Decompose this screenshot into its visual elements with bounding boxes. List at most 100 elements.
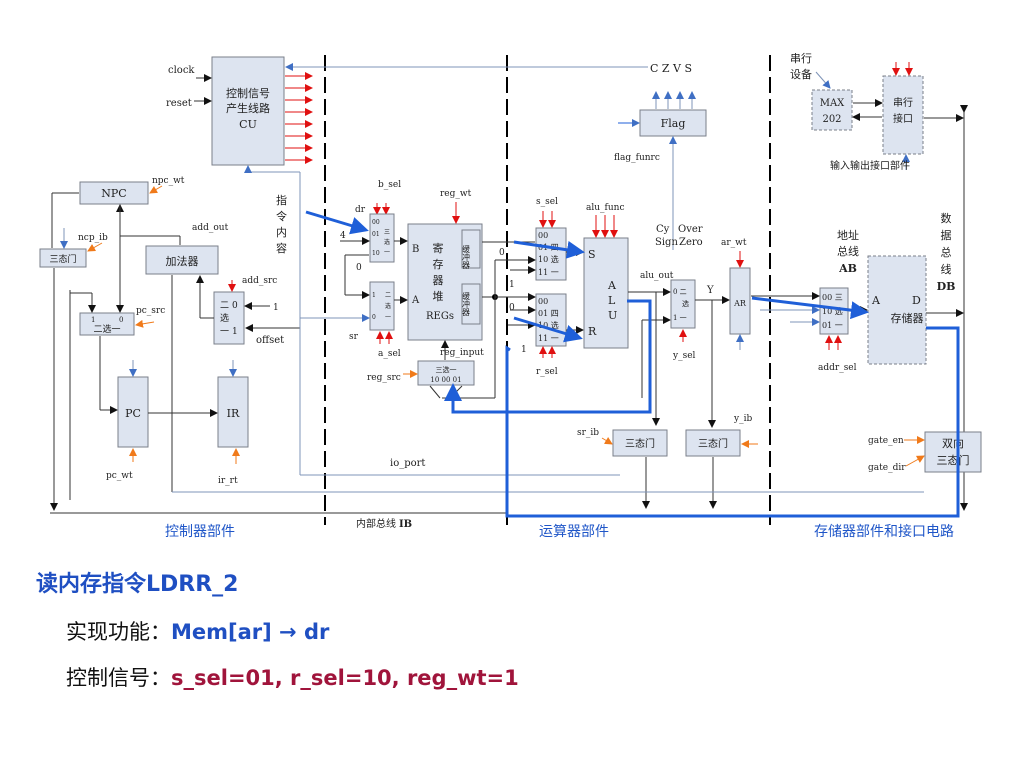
svg-text:指: 指 xyxy=(276,193,287,207)
r-mux-one: 1 xyxy=(521,345,527,355)
npc-register: NPC xyxy=(79,181,149,205)
control-signal-value: s_sel=01, r_sel=10, reg_wt=1 xyxy=(171,666,519,690)
svg-text:数: 数 xyxy=(941,212,952,225)
svg-text:选: 选 xyxy=(220,312,229,324)
const-4: 4 xyxy=(340,231,346,241)
sr-ib-label: sr_ib xyxy=(577,428,599,438)
svg-text:总线: 总线 xyxy=(837,244,859,258)
io-interface-caption: 输入输出接口部件 xyxy=(830,159,910,172)
svg-text:二选一: 二选一 xyxy=(93,323,120,335)
svg-text:REGs: REGs xyxy=(426,311,454,322)
add-out-label: add_out xyxy=(192,223,229,233)
npc-tristate: 三态门 xyxy=(39,248,87,268)
flag-register: Flag xyxy=(639,109,707,137)
svg-text:NPC: NPC xyxy=(101,187,126,200)
svg-text:二: 二 xyxy=(220,301,229,311)
y-sel-label: y_sel xyxy=(672,351,696,361)
tristate-sr: 三态门 xyxy=(612,429,668,457)
instruction-content-label: 指 令 内 容 xyxy=(276,193,287,255)
const-0: 0 xyxy=(356,263,362,273)
svg-text:0 二: 0 二 xyxy=(673,288,687,296)
svg-text:1: 1 xyxy=(372,292,376,299)
svg-text:01: 01 xyxy=(372,231,380,238)
pc-src-label: pc_src xyxy=(136,306,165,316)
svg-text:缓冲器: 缓冲器 xyxy=(462,244,471,270)
svg-text:CU: CU xyxy=(239,118,257,131)
svg-text:选: 选 xyxy=(385,302,391,310)
section-internal-bus: 内部总线 xyxy=(356,517,396,530)
svg-text:0: 0 xyxy=(232,301,238,311)
s-sel-label: s_sel xyxy=(536,197,558,207)
svg-text:PC: PC xyxy=(125,407,141,420)
addr-sel-label: addr_sel xyxy=(818,363,857,373)
svg-text:A: A xyxy=(607,279,617,292)
svg-text:1: 1 xyxy=(91,316,95,324)
pc-register: PC xyxy=(117,376,149,448)
svg-text:选: 选 xyxy=(682,299,689,308)
svg-text:U: U xyxy=(608,309,617,322)
reg-src-mux: 三选一 10 00 01 xyxy=(417,360,475,386)
control-signal-arrows xyxy=(285,72,313,164)
svg-text:堆: 堆 xyxy=(433,290,444,303)
clock-label: clock xyxy=(168,65,195,76)
svg-text:DB: DB xyxy=(937,280,956,293)
zero-label: Zero xyxy=(679,237,703,248)
svg-text:S: S xyxy=(588,248,596,261)
tristate-y: 三态门 xyxy=(685,429,741,457)
address-bus-label: 地址 总线 AB xyxy=(837,228,859,275)
svg-text:线: 线 xyxy=(941,262,952,276)
svg-text:一: 一 xyxy=(384,249,390,256)
reg-wt-label: reg_wt xyxy=(440,189,472,199)
svg-text:三: 三 xyxy=(384,229,390,236)
r-mux: 00 01 四 10 选 11 一 xyxy=(535,293,567,347)
svg-text:AB: AB xyxy=(838,262,857,275)
svg-text:11 一: 11 一 xyxy=(538,334,559,343)
svg-text:加法器: 加法器 xyxy=(166,254,199,268)
ir-register: IR xyxy=(217,376,249,448)
svg-text:三态门: 三态门 xyxy=(49,253,76,265)
bidirectional-tristate: 双向 三态门 xyxy=(924,431,982,473)
svg-text:10 选: 10 选 xyxy=(538,254,559,264)
svg-text:缓冲器: 缓冲器 xyxy=(462,291,471,317)
over-label: Over xyxy=(678,224,703,235)
svg-text:00: 00 xyxy=(538,231,548,240)
a-sel-label: a_sel xyxy=(378,349,401,359)
section-alu: 运算器部件 xyxy=(539,524,609,540)
y-ib-label: y_ib xyxy=(733,414,752,424)
s-mux-one: 1 xyxy=(509,280,515,290)
svg-text:D: D xyxy=(912,294,921,307)
r-mux-zero: 0 xyxy=(509,303,515,313)
control-signal-label: 控制信号： xyxy=(66,666,171,690)
buffer-upper: 缓冲器 xyxy=(461,229,481,270)
svg-text:令: 令 xyxy=(276,209,287,223)
svg-text:01 四: 01 四 xyxy=(538,309,559,318)
sr-label: sr xyxy=(349,332,359,342)
function-label: 实现功能： xyxy=(66,620,171,644)
svg-text:一: 一 xyxy=(385,314,391,321)
svg-text:据: 据 xyxy=(941,228,952,242)
memory: A D 存储器 xyxy=(867,255,927,365)
alu-out-label: alu_out xyxy=(640,271,674,281)
control-unit: 控制信号 产生线路 CU xyxy=(211,56,285,166)
adder-mux: 二 0 选 一 1 xyxy=(213,291,245,345)
gate-en-label: gate_en xyxy=(868,436,904,446)
highlighted-data-path xyxy=(305,210,960,518)
svg-text:接口: 接口 xyxy=(893,112,913,125)
s-mux-zero: 0 xyxy=(499,248,505,258)
ncp-ib-label: ncp_ib xyxy=(78,233,108,243)
svg-text:器: 器 xyxy=(433,274,444,287)
ar-wt-label: ar_wt xyxy=(721,238,747,248)
section-controller: 控制器部件 xyxy=(165,524,235,540)
svg-text:存: 存 xyxy=(433,257,444,271)
svg-text:内: 内 xyxy=(276,225,287,239)
svg-text:寄: 寄 xyxy=(433,241,444,255)
svg-text:AR: AR xyxy=(733,299,747,308)
offset-label: offset xyxy=(256,335,284,346)
cpu-datapath-diagram: 控制信号 产生线路 CU clock reset NPC npc_wt ncp_… xyxy=(39,52,982,540)
b-sel-label: b_sel xyxy=(378,180,401,190)
flag-funrc-label: flag_funrc xyxy=(614,153,660,163)
section-memory: 存储器部件和接口电路 xyxy=(814,523,954,540)
svg-text:10 选: 10 选 xyxy=(822,306,843,316)
svg-text:地址: 地址 xyxy=(837,228,859,242)
alu-func-label: alu_func xyxy=(586,203,625,213)
